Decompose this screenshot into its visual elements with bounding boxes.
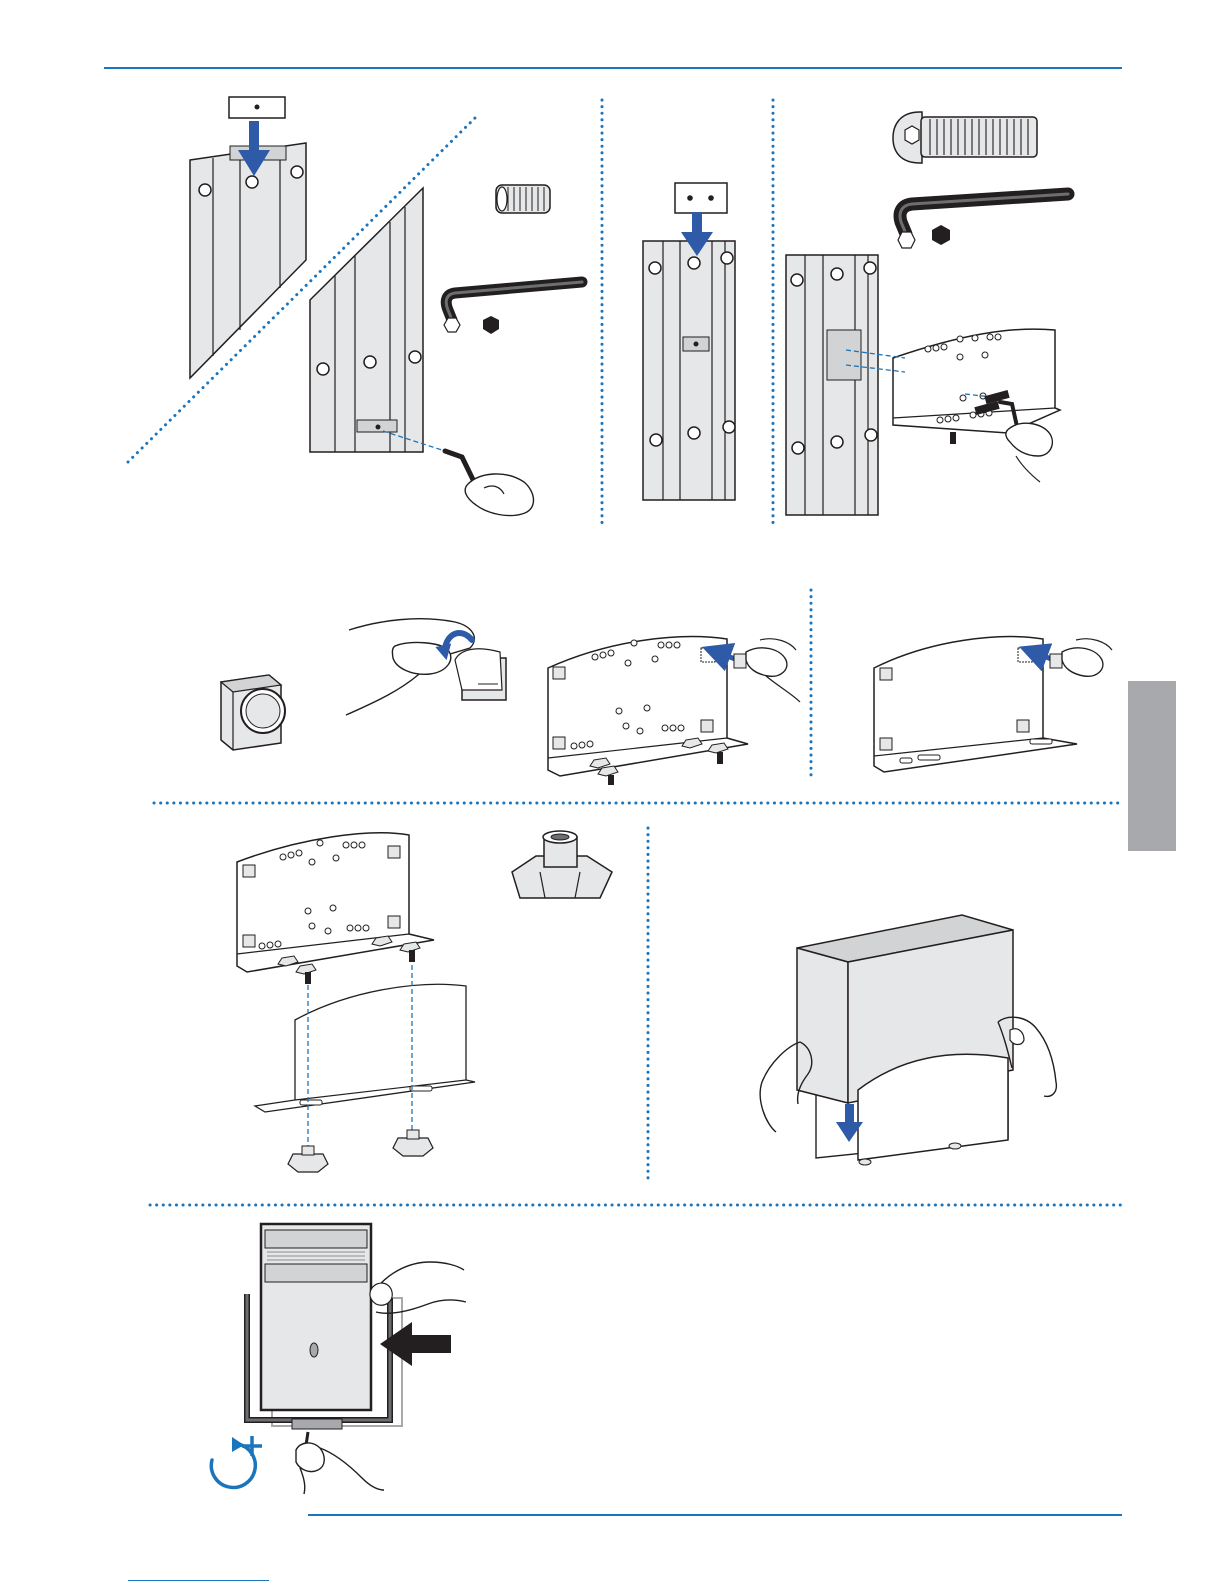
panel-slide-in-and-tighten [211,1224,466,1494]
drive-bay [265,1230,367,1248]
mounting-plate [675,183,727,213]
rail-hole [688,257,700,269]
rail-hole [409,351,421,363]
hex-nut-icon [932,225,950,245]
rail-hole [199,184,211,196]
hand [1006,423,1052,456]
section-side-tab [1128,681,1176,851]
rail-hole [291,166,303,178]
rail-profile [786,255,878,515]
rubber-pad-icon [221,675,285,750]
rail-hole [688,427,700,439]
panel-stick-pads-on-cradle [874,637,1112,772]
drive-bay [265,1264,367,1282]
hand [465,474,533,516]
hex-nut-icon [483,316,499,334]
rail-hole [792,442,804,454]
allen-key-icon [444,282,582,332]
rail-hole [364,356,376,368]
thumb-nut-icon [512,831,612,898]
panel-tighten-set-screw [310,185,582,516]
panel-peel-backing [346,619,506,715]
cradle-outline [255,984,475,1112]
thumb-nut [288,1146,328,1172]
thumb-nut [393,1130,433,1156]
rail-hole [831,268,843,280]
l-bracket [893,329,1060,433]
rail-hole [650,434,662,446]
rail-hole [649,262,661,274]
panel-slide-plate-into-rail [643,183,735,500]
panel-join-bracket-and-cradle [237,833,475,1172]
panel-stick-pads-on-bracket [548,637,800,785]
panel-place-unit-in-cradle [760,915,1056,1165]
hand [1062,648,1103,676]
power-button [310,1343,318,1357]
rail-hole [831,436,843,448]
panel-bolt-bracket-to-rail [786,112,1068,515]
set-screw-icon [496,185,550,213]
rail-hole [865,429,877,441]
rail-hole [317,363,329,375]
rotate-tighten-icon [211,1436,262,1487]
rail-hole [864,262,876,274]
footnote-rule [128,1580,269,1581]
hand [746,648,787,676]
button-head-bolt-icon [893,112,1037,163]
rail-profile [310,188,423,452]
rail-hole [246,176,258,188]
hand-bottom [296,1443,324,1472]
rail-hole [721,252,733,264]
rail-profile [643,241,735,500]
panel-insert-slot-nut [190,97,306,378]
allen-key-icon [898,194,1068,248]
rail-hole [723,421,735,433]
rail-hole [791,274,803,286]
